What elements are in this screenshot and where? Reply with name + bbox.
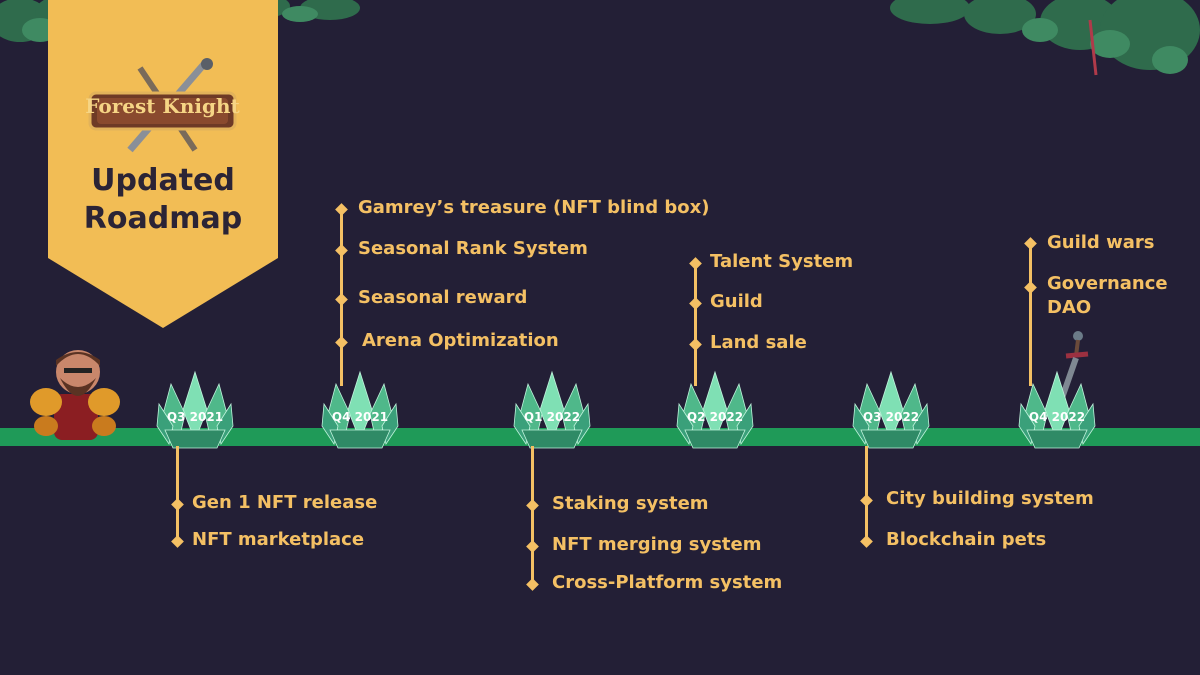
crystal-icon: [852, 370, 930, 449]
connector-line: [176, 446, 179, 544]
title-line-1: Updated: [91, 163, 235, 198]
milestone-item: Gamrey’s treasure (NFT blind box): [358, 197, 710, 218]
bullet-diamond: [689, 297, 702, 310]
milestone-item: Blockchain pets: [886, 529, 1047, 550]
milestone-item: Arena Optimization: [362, 330, 559, 351]
bullet-diamond: [526, 540, 539, 553]
knight-character-icon: [30, 350, 120, 440]
crystal-icon: [1018, 370, 1096, 449]
milestone-item: NFT merging system: [552, 534, 762, 555]
bullet-diamond: [526, 578, 539, 591]
logo-text: Forest Knight: [85, 94, 240, 118]
milestone-item: Land sale: [710, 332, 807, 353]
roadmap-banner: [48, 0, 278, 328]
crystal-icon: [676, 370, 754, 449]
crystal-icon: [513, 370, 591, 449]
connector-line: [694, 260, 697, 386]
bullet-diamond: [1024, 281, 1037, 294]
milestone-item: Guild wars: [1047, 232, 1155, 253]
milestone-item: NFT marketplace: [192, 529, 365, 550]
quarter-label: Q4 2022: [1028, 410, 1086, 424]
milestone-item: Cross-Platform system: [552, 572, 783, 593]
connector-line: [531, 446, 534, 588]
quarter-label: Q2 2022: [686, 410, 744, 424]
page-title: Updated Roadmap: [48, 162, 278, 238]
bullet-diamond: [171, 535, 184, 548]
bullet-diamond: [335, 293, 348, 306]
bullet-diamond: [860, 535, 873, 548]
bullet-diamond: [335, 244, 348, 257]
title-line-2: Roadmap: [83, 201, 243, 236]
crystal-icon: [321, 370, 399, 449]
milestone-item: Staking system: [552, 493, 709, 514]
quarter-label: Q3 2021: [166, 410, 224, 424]
milestone-item: Talent System: [710, 251, 854, 272]
leaves-right-icon: [890, 0, 1200, 76]
bullet-diamond: [526, 499, 539, 512]
quarter-label: Q1 2022: [523, 410, 581, 424]
milestone-item: Seasonal Rank System: [358, 238, 588, 259]
connector-line: [1029, 240, 1032, 386]
bullet-diamond: [689, 338, 702, 351]
forest-knight-logo: [88, 58, 237, 153]
bullet-diamond: [860, 494, 873, 507]
milestone-item: Governance: [1047, 273, 1168, 294]
sword-icon: [1059, 331, 1089, 399]
milestone-item: Gen 1 NFT release: [192, 492, 378, 513]
bullet-diamond: [689, 257, 702, 270]
crystal-icon: [156, 370, 234, 449]
milestone-item: Guild: [710, 291, 763, 312]
quarter-label: Q3 2022: [862, 410, 920, 424]
bullet-diamond: [335, 203, 348, 216]
bullet-diamond: [335, 336, 348, 349]
bullet-diamond: [1024, 237, 1037, 250]
bullet-diamond: [171, 498, 184, 511]
quarter-label: Q4 2021: [331, 410, 389, 424]
milestone-item: DAO: [1047, 297, 1092, 318]
milestone-item: Seasonal reward: [358, 287, 528, 308]
milestone-item: City building system: [886, 488, 1094, 509]
